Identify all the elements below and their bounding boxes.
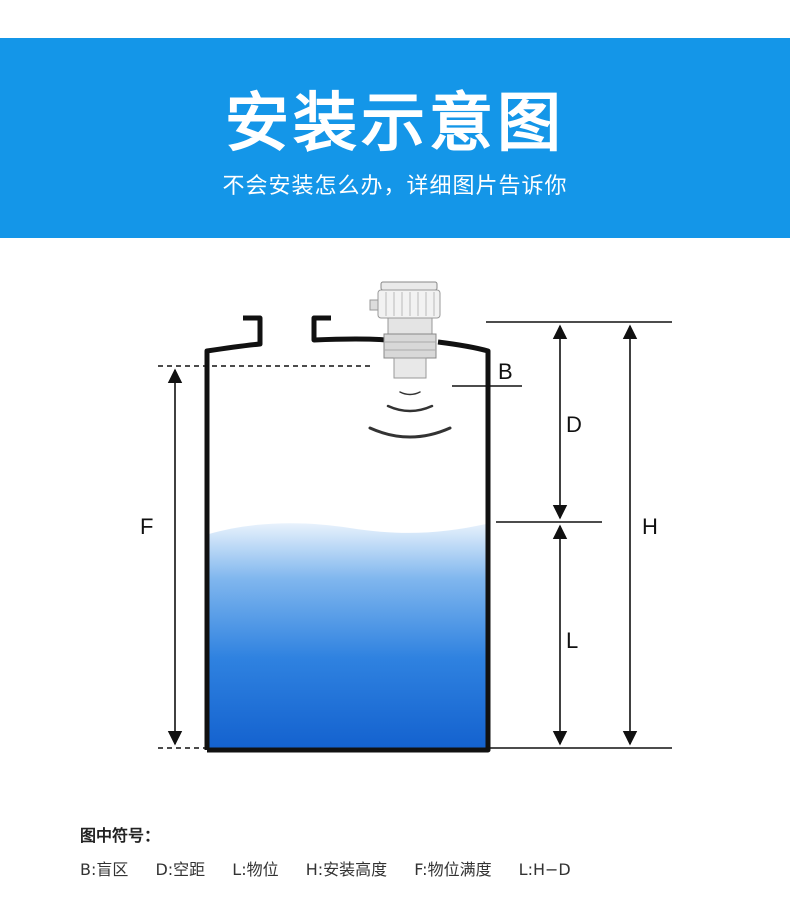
page-title: 安装示意图: [225, 87, 565, 161]
water-fill: [209, 523, 486, 748]
sound-wave-icon: [368, 391, 452, 439]
label-B: B: [498, 359, 513, 384]
legend-item: F:物位满度: [414, 860, 492, 879]
reference-lines: [158, 365, 372, 749]
label-D: D: [566, 412, 582, 437]
tank: [204, 315, 491, 753]
ultrasonic-sensor-icon: [369, 281, 441, 379]
legend-item: D:空距: [155, 860, 206, 879]
level-lines: [452, 321, 672, 749]
label-H: H: [642, 514, 658, 539]
legend-heading: 图中符号：: [80, 826, 161, 845]
page-subtitle: 不会安装怎么办，详细图片告诉你: [222, 174, 568, 199]
dimension-arrows: [167, 324, 638, 746]
legend-row: B:盲区 D:空距 L:物位 H:安装高度 F:物位满度 L:H−D: [80, 856, 593, 880]
label-F: F: [140, 514, 153, 539]
legend-item: L:H−D: [518, 860, 571, 879]
legend-item: H:安装高度: [305, 860, 388, 879]
legend-item: B:盲区: [80, 860, 129, 879]
label-L: L: [566, 628, 578, 653]
legend-item: L:物位: [232, 860, 279, 879]
header-banner: [0, 38, 790, 238]
